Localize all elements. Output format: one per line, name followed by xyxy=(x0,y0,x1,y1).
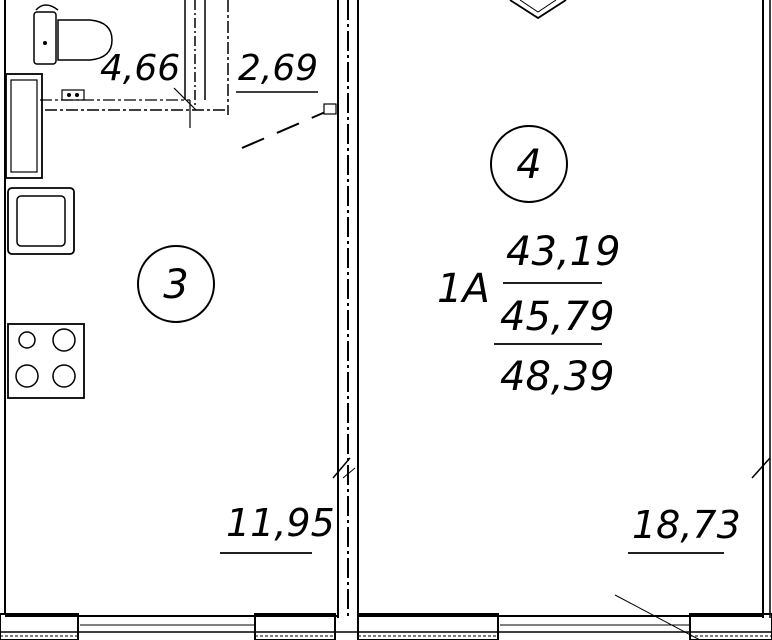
area-total: 45,79 xyxy=(500,294,615,340)
bathroom-area: 4,66 xyxy=(100,48,180,89)
room-4-area: 18,73 xyxy=(632,503,741,547)
area-with-balcony: 48,39 xyxy=(500,354,615,400)
room-3-number-circle xyxy=(137,245,215,323)
room-3-number: 3 xyxy=(163,262,188,308)
hall-label: 2,69 xyxy=(236,48,318,93)
sink-icon xyxy=(7,187,75,255)
stove-icon xyxy=(7,323,85,399)
area-living: 43,19 xyxy=(506,229,621,275)
room-4: 4 18,73 xyxy=(490,125,741,554)
socket-icon xyxy=(61,89,85,101)
door-swing xyxy=(241,103,337,149)
bathroom-label: 4,66 xyxy=(100,48,180,89)
room-3-area: 11,95 xyxy=(226,501,335,545)
apartment-type: 1A xyxy=(437,266,490,312)
room-4-number-circle xyxy=(490,125,568,203)
room-3: 3 11,95 xyxy=(137,245,335,554)
lamp-icon xyxy=(509,0,567,20)
kitchen-cabinet-icon xyxy=(5,73,43,179)
toilet-icon xyxy=(33,4,113,65)
hall-area: 2,69 xyxy=(238,48,318,89)
apartment-summary: 1A 43,19 45,79 48,39 xyxy=(437,229,621,400)
room-4-number: 4 xyxy=(516,142,541,188)
